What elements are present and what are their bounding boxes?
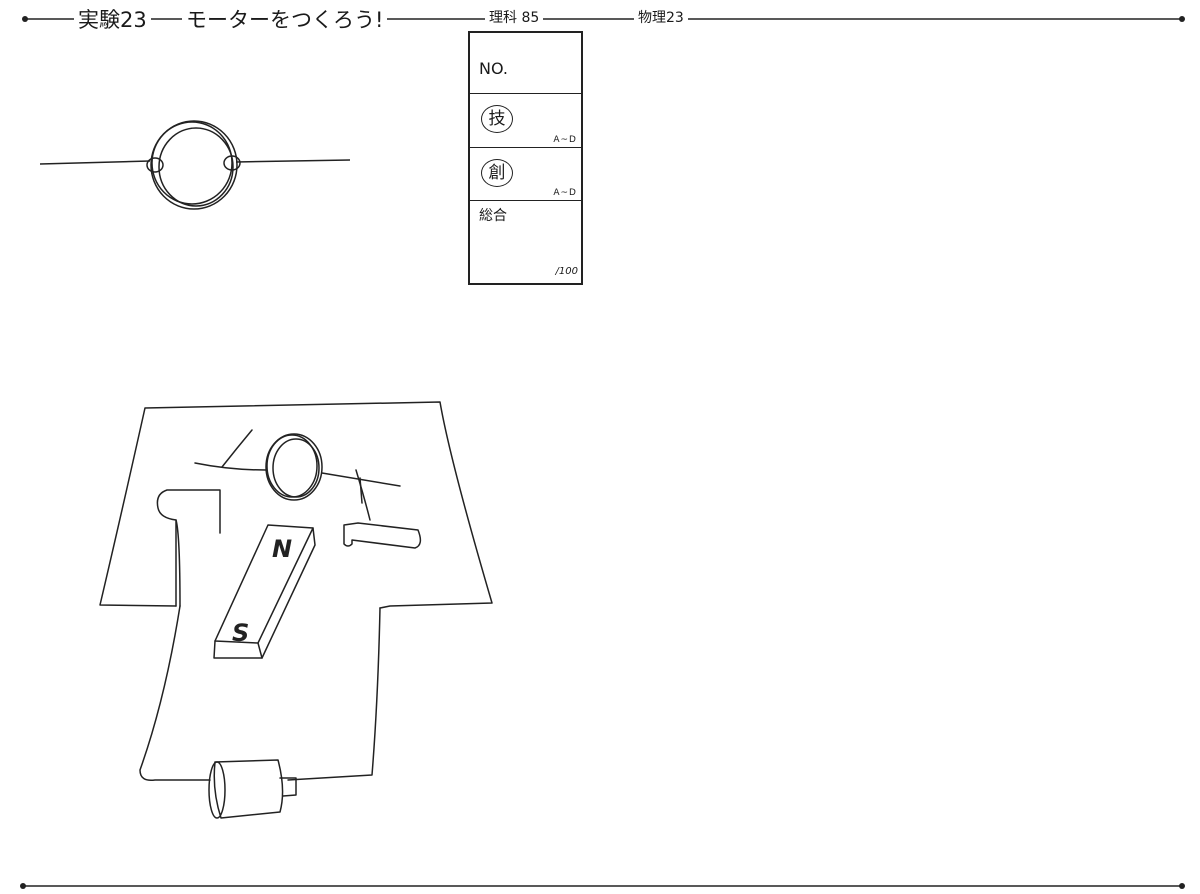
right-clip [343, 522, 422, 549]
creativity-range: A~D [553, 188, 577, 198]
magnet [214, 524, 314, 644]
magnet-south-label: S [232, 619, 249, 647]
skill-row: 技 A~D [470, 94, 581, 148]
total-row: 総合 /100 [470, 201, 581, 283]
magnet-north-label: N [272, 535, 292, 563]
creativity-label: 創 [481, 159, 513, 187]
experiment-number: 実験23 [74, 8, 151, 32]
skill-label: 技 [481, 105, 513, 133]
creativity-row: 創 A~D [470, 148, 581, 201]
skill-range: A~D [553, 135, 577, 145]
battery [208, 759, 297, 819]
top-rule-right-dot [1179, 16, 1185, 22]
wire [139, 605, 211, 782]
experiment-title: モーターをつくろう! [182, 8, 388, 32]
coil-diagram [39, 120, 351, 210]
top-rule-left-dot [22, 16, 28, 22]
physics-reference: 物理23 [634, 6, 688, 30]
board [99, 401, 493, 609]
motor-drawing [99, 401, 493, 819]
total-max: /100 [555, 266, 578, 277]
number-label: NO. [479, 59, 508, 78]
bottom-rule-right-dot [1179, 883, 1185, 889]
number-row: NO. [470, 33, 581, 94]
science-reference: 理科 85 [485, 6, 544, 30]
score-box: NO. 技 A~D 創 A~D 総合 /100 [468, 31, 583, 285]
total-label: 総合 [479, 208, 507, 224]
bottom-rule-left-dot [20, 883, 26, 889]
left-clip [156, 489, 221, 607]
